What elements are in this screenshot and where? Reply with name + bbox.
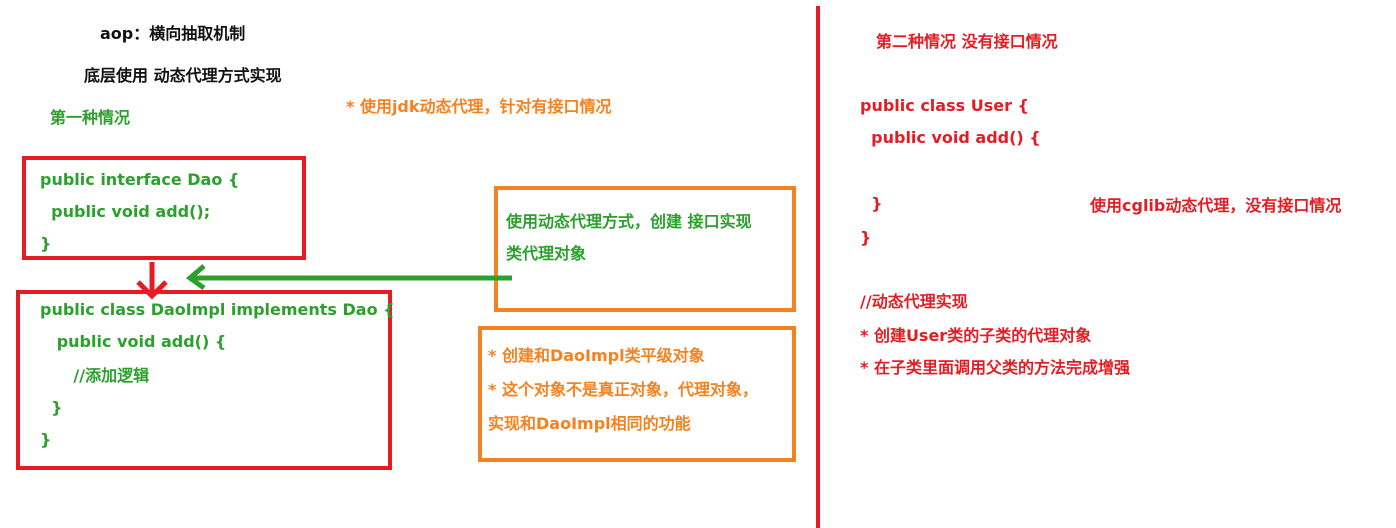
proxy-detail-box [478, 326, 796, 462]
comment-line-1: //动态代理实现 [860, 292, 968, 311]
impl-code-line-5: } [40, 430, 52, 449]
user-code-line-4: } [860, 194, 883, 213]
proxy-note-line-1: 使用动态代理方式，创建 接口实现 [506, 212, 752, 231]
interface-box [22, 156, 306, 260]
case-one-label: 第一种情况 [50, 108, 131, 127]
section-divider [816, 6, 820, 528]
interface-code-line-3: } [40, 234, 52, 253]
impl-code-line-2: public void add() { [40, 332, 227, 351]
aop-title: aop：横向抽取机制 [100, 24, 246, 43]
interface-code-line-1: public interface Dao { [40, 170, 240, 189]
comment-line-3: * 在子类里面调用父类的方法完成增强 [860, 358, 1130, 377]
case-two-label: 第二种情况 没有接口情况 [876, 32, 1058, 51]
cglib-proxy-note: 使用cglib动态代理，没有接口情况 [1090, 196, 1342, 215]
user-code-line-2: public void add() { [860, 128, 1041, 147]
aop-subtitle: 底层使用 动态代理方式实现 [84, 66, 282, 85]
impl-code-line-1: public class DaoImpl implements Dao { [40, 300, 395, 319]
proxy-detail-line-2: * 这个对象不是真正对象，代理对象， [488, 380, 758, 399]
proxy-detail-line-1: * 创建和DaoImpl类平级对象 [488, 346, 705, 365]
implements-arrow [136, 262, 168, 300]
proxy-note-line-2: 类代理对象 [506, 244, 587, 263]
impl-code-line-4: } [40, 398, 63, 417]
user-code-line-5: } [860, 228, 872, 247]
interface-code-line-2: public void add(); [40, 202, 211, 221]
impl-code-line-3: //添加逻辑 [40, 366, 150, 385]
proxy-note-box [494, 186, 796, 312]
proxy-arrow [185, 264, 512, 291]
jdk-proxy-note: * 使用jdk动态代理，针对有接口情况 [346, 97, 612, 116]
comment-line-2: * 创建User类的子类的代理对象 [860, 326, 1092, 345]
impl-box [16, 290, 392, 470]
user-code-line-1: public class User { [860, 96, 1029, 115]
proxy-detail-line-3: 实现和DaoImpl相同的功能 [488, 414, 691, 433]
